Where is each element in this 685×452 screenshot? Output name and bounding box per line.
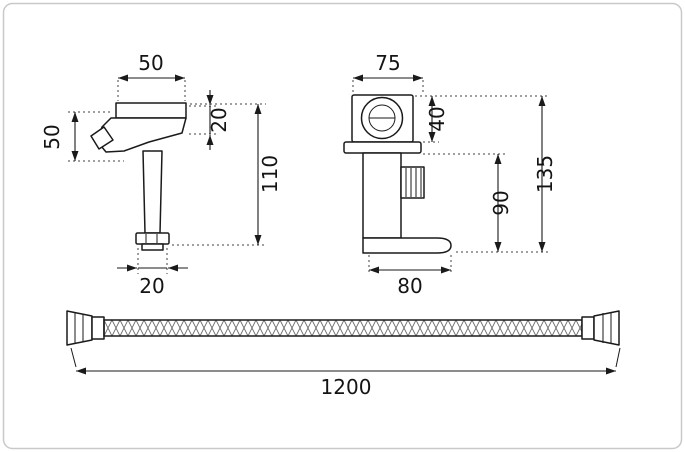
dim-label-sprayer-head-width: 50 — [138, 51, 163, 75]
dim-valve-knob-height: 40 — [415, 95, 550, 143]
valve-body — [362, 152, 402, 239]
hose-drawing — [66, 310, 620, 346]
hose-left-nut — [66, 310, 93, 346]
extension-line — [423, 153, 550, 253]
hose-right-nut — [593, 310, 620, 346]
dim-label-sprayer-head-height: 50 — [40, 124, 64, 149]
dim-valve-plate-width: 75 — [352, 51, 424, 93]
dim-sprayer-head-width: 50 — [117, 51, 186, 101]
dim-valve-total-height: 135 — [533, 96, 557, 252]
dim-sprayer-nozzle-height: 20 — [189, 90, 231, 150]
sprayer-handle — [142, 150, 163, 234]
extension-line — [172, 103, 266, 246]
dim-sprayer-connector-width: 20 — [117, 248, 188, 298]
dim-label-sprayer-body-height: 110 — [258, 155, 282, 193]
sprayer-connector-tail — [141, 243, 164, 251]
dim-sprayer-body-height: 110 — [172, 103, 282, 246]
dim-label-valve-knob-height: 40 — [425, 106, 449, 131]
dim-label-valve-body-height: 90 — [489, 190, 513, 215]
dim-label-sprayer-connector-width: 20 — [139, 274, 164, 298]
valve-outlet — [400, 166, 425, 199]
extension-line — [368, 255, 452, 274]
dim-label-valve-spout-length: 80 — [397, 274, 422, 298]
extension-line — [70, 347, 621, 368]
extension-line — [137, 248, 168, 274]
valve-spout — [362, 237, 452, 254]
sprayer-drawing — [90, 102, 187, 251]
hose-braided-tube — [103, 319, 583, 337]
dim-label-sprayer-nozzle-height: 20 — [207, 107, 231, 132]
dim-sprayer-head-height: 50 — [40, 111, 124, 162]
dim-hose-length: 1200 — [70, 347, 621, 399]
dim-valve-spout-length: 80 — [368, 255, 452, 298]
valve-drawing — [343, 94, 452, 254]
dim-label-valve-total-height: 135 — [533, 155, 557, 193]
dim-label-hose-length: 1200 — [321, 375, 372, 399]
extension-line — [189, 105, 219, 135]
extension-line — [117, 80, 186, 101]
sprayer-connector-nut — [135, 232, 170, 245]
sprayer-nozzle-tip — [90, 126, 114, 150]
extension-line — [68, 111, 124, 162]
hose-right-collar — [581, 316, 595, 340]
extension-line — [352, 80, 424, 93]
sprayer-head-cap — [115, 102, 187, 119]
valve-base-plate — [343, 141, 422, 154]
dim-valve-body-height: 90 — [423, 153, 550, 253]
dim-label-valve-plate-width: 75 — [375, 51, 400, 75]
hose-left-collar — [91, 316, 105, 340]
